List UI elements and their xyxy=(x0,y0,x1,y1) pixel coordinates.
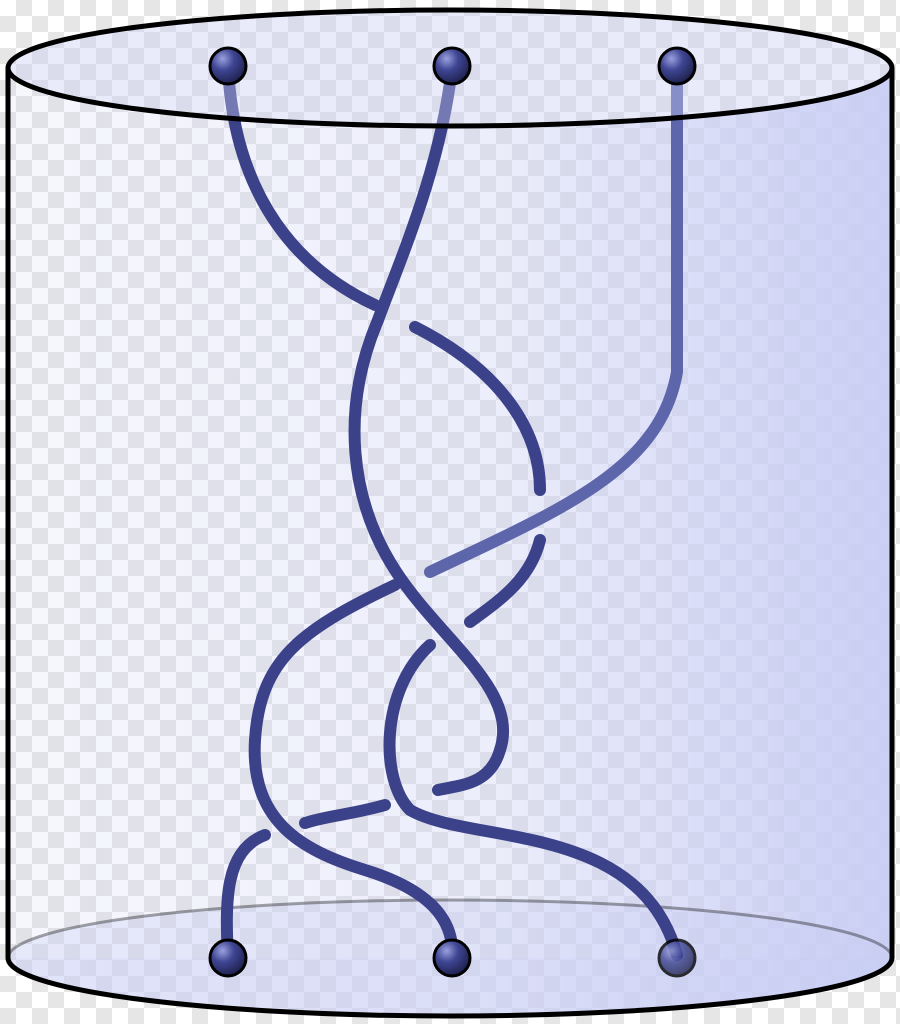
cylinder-body xyxy=(8,68,892,1016)
strand-right-lower xyxy=(248,579,459,964)
strand-middle xyxy=(220,62,510,964)
strand-left xyxy=(222,62,683,961)
endpoint-top-left xyxy=(208,46,248,86)
endpoint-bottom-right xyxy=(657,938,697,978)
endpoint-top-right xyxy=(657,46,697,86)
endpoint-bottom-middle xyxy=(432,938,472,978)
endpoint-top-middle xyxy=(432,46,472,86)
strand-right xyxy=(424,62,683,578)
endpoint-bottom-left xyxy=(208,938,248,978)
